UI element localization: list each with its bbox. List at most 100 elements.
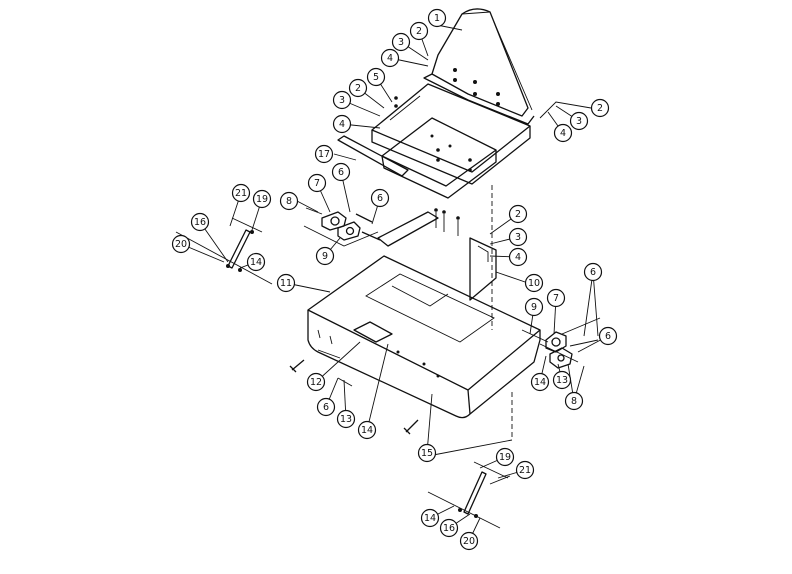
callout-circle: [366, 67, 386, 87]
callout-circle: [508, 247, 528, 267]
callout-number: 7: [314, 178, 320, 189]
left-bearing-assembly: [303, 207, 381, 247]
agitator-bar: [377, 208, 460, 247]
callout-circle: [370, 188, 390, 208]
callout-circle: [553, 123, 573, 143]
callout-20: 20: [459, 531, 479, 551]
callout-19: 19: [495, 447, 515, 467]
callout-13: 13: [552, 370, 572, 390]
callout-4: 4: [380, 48, 400, 68]
callout-14: 14: [530, 372, 550, 392]
callout-number: 7: [553, 293, 559, 304]
callout-21: 21: [515, 460, 535, 480]
callout-6: 6: [583, 262, 603, 282]
gasket-strip: [337, 135, 409, 177]
callout-circle: [495, 447, 515, 467]
callout-2: 2: [348, 78, 368, 98]
mounting-plate: [371, 83, 531, 185]
callout-circle: [598, 326, 618, 346]
callout-16: 16: [190, 212, 210, 232]
callout-number: 2: [416, 26, 422, 37]
callout-8: 8: [279, 191, 299, 211]
callout-circle: [583, 262, 603, 282]
callout-4: 4: [553, 123, 573, 143]
callout-circle: [336, 409, 356, 429]
callout-14: 14: [246, 252, 266, 272]
callout-circle: [315, 246, 335, 266]
callout-6: 6: [316, 397, 336, 417]
callout-circle: [348, 78, 368, 98]
callout-number: 9: [531, 302, 537, 313]
callout-16: 16: [439, 518, 459, 538]
callout-number: 16: [194, 217, 206, 228]
callout-17: 17: [314, 144, 334, 164]
callout-20: 20: [171, 234, 191, 254]
callout-number: 8: [286, 196, 292, 207]
callout-number: 9: [322, 251, 328, 262]
bottom-shaft: [427, 461, 511, 529]
left-shaft: [175, 217, 273, 285]
callout-number: 19: [499, 452, 511, 463]
callout-circle: [508, 204, 528, 224]
callout-number: 2: [355, 83, 361, 94]
callout-4: 4: [508, 247, 528, 267]
callout-number: 4: [387, 53, 393, 64]
callout-13: 13: [336, 409, 356, 429]
callout-circle: [508, 227, 528, 247]
callout-2: 2: [508, 204, 528, 224]
callout-circle: [252, 189, 272, 209]
callout-12: 12: [306, 372, 326, 392]
callout-number: 6: [605, 331, 611, 342]
callout-circle: [524, 297, 544, 317]
callout-circle: [417, 443, 437, 463]
callout-2: 2: [590, 98, 610, 118]
callout-3: 3: [569, 111, 589, 131]
callout-2: 2: [409, 21, 429, 41]
callout-circle: [427, 8, 447, 28]
callout-circle: [515, 460, 535, 480]
callout-circle: [332, 114, 352, 134]
leader-lines: [180, 24, 609, 542]
callout-number: 14: [534, 377, 546, 388]
callout-circle: [307, 173, 327, 193]
callout-7: 7: [546, 288, 566, 308]
callout-9: 9: [315, 246, 335, 266]
callout-circle: [171, 234, 191, 254]
callout-3: 3: [332, 90, 352, 110]
bottom-bolts: [289, 349, 419, 435]
callout-5: 5: [366, 67, 386, 87]
callout-circle: [590, 98, 610, 118]
callout-circle: [552, 370, 572, 390]
callout-number: 20: [175, 239, 187, 250]
callout-6: 6: [598, 326, 618, 346]
callout-circle: [190, 212, 210, 232]
callout-11: 11: [276, 273, 296, 293]
callout-number: 2: [597, 103, 603, 114]
callout-number: 20: [463, 536, 475, 547]
callout-circle: [569, 111, 589, 131]
callout-3: 3: [508, 227, 528, 247]
callout-number: 14: [424, 513, 436, 524]
callout-number: 10: [528, 278, 540, 289]
side-bracket: [469, 237, 497, 301]
callout-number: 21: [235, 188, 247, 199]
callout-number: 19: [256, 194, 268, 205]
callout-circle: [439, 518, 459, 538]
callout-number: 12: [310, 377, 322, 388]
callout-number: 15: [421, 448, 433, 459]
main-housing: [307, 255, 541, 419]
callout-circle: [546, 288, 566, 308]
callout-circle: [391, 32, 411, 52]
callout-number: 4: [515, 252, 521, 263]
callout-19: 19: [252, 189, 272, 209]
callout-number: 21: [519, 465, 531, 476]
callout-number: 14: [361, 425, 373, 436]
callout-number: 6: [377, 193, 383, 204]
callout-circle: [409, 21, 429, 41]
callout-number: 6: [338, 167, 344, 178]
callout-number: 3: [576, 116, 582, 127]
right-bearing-assembly: [521, 317, 601, 369]
callout-number: 4: [560, 128, 566, 139]
